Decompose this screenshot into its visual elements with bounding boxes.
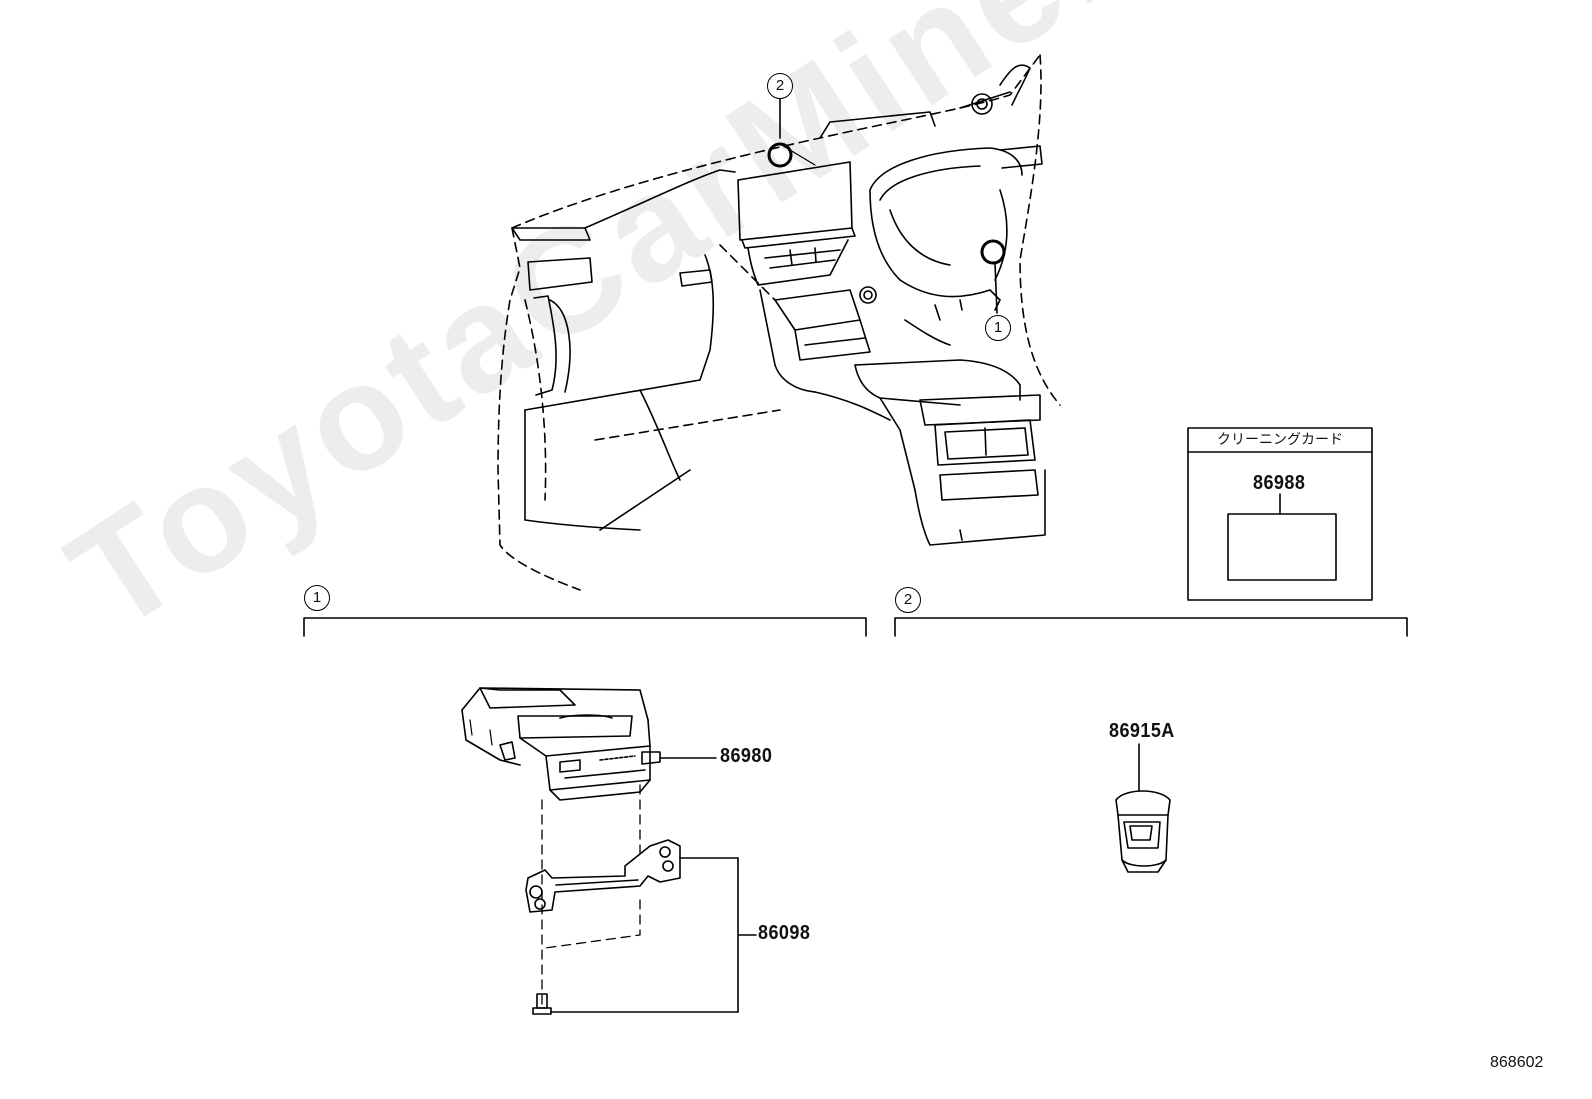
usb-socket-illustration [1115,743,1171,873]
section-2-callout: 2 [895,587,921,613]
cleaning-card-box [1187,427,1373,601]
part-number-86988[interactable]: 86988 [1253,472,1306,494]
nav-unit-illustration [461,687,717,801]
part-number-86098[interactable]: 86098 [758,922,811,944]
top-callout-2-leader [767,96,816,168]
part-number-86915a[interactable]: 86915A [1109,720,1175,742]
diagram-code: 868602 [1490,1054,1544,1071]
section-2-bracket [894,617,1408,637]
top-callout-1-leader [980,239,1006,314]
cleaning-card-title: クリーニングカード [1217,432,1343,448]
dashboard-illustration [497,54,1061,591]
part-number-86980[interactable]: 86980 [720,745,773,767]
top-callout-2: 2 [767,73,793,99]
bracket-illustration [525,839,739,913]
bracket-group-leader [737,857,757,1013]
section-1-bracket [303,617,867,637]
assembly-dashed-lines [541,784,641,1011]
screw-illustration [532,993,739,1015]
section-1-callout: 1 [304,585,330,611]
top-callout-1: 1 [985,315,1011,341]
